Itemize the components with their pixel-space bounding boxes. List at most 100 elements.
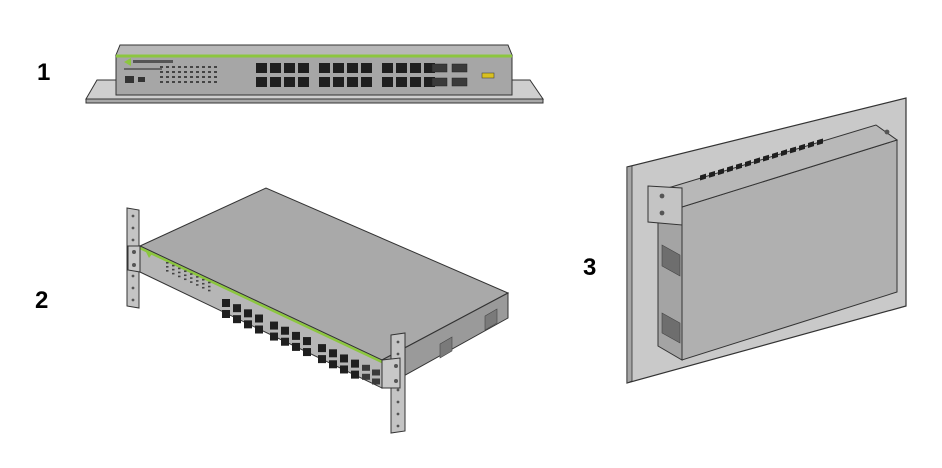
led-indicator [190,81,193,83]
mounting-bracket-icon [647,185,683,226]
rj45-port-icon [298,63,309,73]
rj45-port-icon [333,63,344,73]
led-indicator [202,282,205,285]
led-indicator [166,76,169,78]
led-indicator [172,264,175,267]
rj45-port-icon [303,337,311,346]
led-indicator [190,71,193,73]
rj45-port-icon [270,332,278,341]
mounting-bracket-icon [127,245,141,273]
rj45-port-icon [347,63,358,73]
led-indicator [184,274,187,277]
rj45-port-icon [382,77,393,87]
led-indicator [202,81,205,83]
led-indicator [172,66,175,68]
led-indicator [166,266,169,268]
rj45-port-icon [799,143,805,151]
bracket-screw [659,210,665,216]
rj45-port-icon [709,170,715,178]
bracket-screw [394,379,398,383]
rail-hole [396,352,400,356]
rj45-port-bank [700,138,823,181]
sfp-port-icon [362,373,370,380]
bracket-screw [659,193,665,199]
led-indicator [208,66,211,68]
rj45-port-icon [396,77,407,87]
led-indicator [178,81,181,83]
led-indicator [190,66,193,68]
sfp-port-icon [451,77,468,87]
rj45-port-icon [808,141,814,149]
rail-hole [396,340,400,344]
rail-hole [131,286,135,290]
rj45-port-icon [700,173,706,181]
led-indicator [166,270,169,272]
led-indicator [214,66,217,68]
sfp-port-icon [451,63,468,73]
led-indicator [178,71,181,73]
rj45-port-icon [233,315,241,324]
model-sublabel [124,68,162,70]
led-indicator [214,81,217,83]
led-indicator [214,76,217,78]
rj45-port-icon [318,344,326,353]
rj45-port-icon [233,304,241,313]
led-indicator [160,71,163,73]
rj45-port-icon [298,77,309,87]
rj45-port-icon [351,370,359,379]
rail-hole [396,388,400,392]
rj45-port-icon [255,325,263,334]
rj45-port-bank [256,63,435,87]
led-indicator [196,76,199,78]
led-indicator [184,278,187,281]
rj45-port-icon [351,359,359,368]
led-indicator [208,71,211,73]
rj45-port-icon [329,360,337,369]
rail-hole [131,214,135,218]
led-indicator [190,76,193,78]
rj45-port-icon [396,63,407,73]
bracket-screw [884,129,890,135]
led-indicator [196,280,199,282]
led-indicator [160,81,163,83]
rj45-port-icon [284,63,295,73]
rj45-port-icon [772,152,778,159]
sfp-port-icon [362,364,370,371]
led-indicator [166,66,169,68]
rj45-port-icon [256,77,267,87]
usb-port [138,77,145,82]
desktop-installation [85,44,544,104]
rj45-port-icon [817,138,823,146]
wall-installation [626,97,907,384]
led-indicator [208,81,211,83]
led-indicator [184,81,187,83]
led-indicator [208,285,211,288]
sfp-port-icon [372,378,380,385]
bracket-screw [132,263,136,267]
rj45-port-icon [255,314,263,323]
rj45-port-icon [382,63,393,73]
led-indicator [184,270,187,273]
rj45-port-icon [270,77,281,87]
led-indicator [172,81,175,83]
rj45-port-icon [222,299,230,307]
rj45-port-icon [319,77,330,87]
rj45-port-icon [754,157,760,165]
sfp-port-icon [372,369,380,376]
rj45-port-icon [736,162,742,170]
led-indicator [184,71,187,73]
led-indicator [172,71,175,73]
rj45-port-icon [763,154,769,162]
bracket-screw [132,250,136,254]
led-indicator [202,71,205,73]
rj45-port-icon [329,349,337,358]
rj45-port-icon [790,146,796,154]
led-indicator [196,81,199,83]
mounting-bracket-icon [381,357,401,389]
rj45-port-icon [424,63,435,73]
led-indicator [196,71,199,73]
led-indicator [178,271,181,274]
led-indicator [172,76,175,78]
rj45-port-icon [718,168,724,176]
led-indicator [196,284,199,286]
